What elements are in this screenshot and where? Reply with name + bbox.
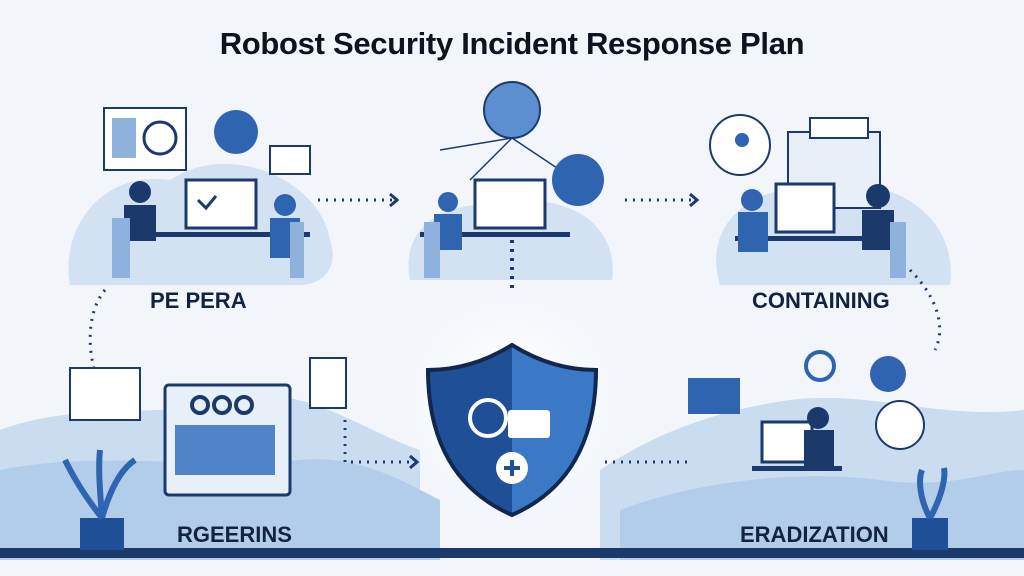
stage-label-containing: CONTAINING xyxy=(752,288,890,313)
stage-label-preparation: PE PERA xyxy=(150,288,247,313)
recovering-scene xyxy=(62,357,347,550)
stage-label-eradication: ERADIZATION xyxy=(740,522,889,547)
eradication-scene xyxy=(688,350,948,550)
preparation-scene xyxy=(68,107,333,285)
detection-scene xyxy=(408,81,613,290)
ground-bar xyxy=(0,548,1024,558)
page-title: Robost Security Incident Response Plan xyxy=(219,26,805,61)
stage-label-recovering: RGEERINS xyxy=(177,522,292,547)
security-shield xyxy=(425,342,599,518)
containing-scene xyxy=(709,114,951,285)
flow-arrows xyxy=(88,192,942,470)
